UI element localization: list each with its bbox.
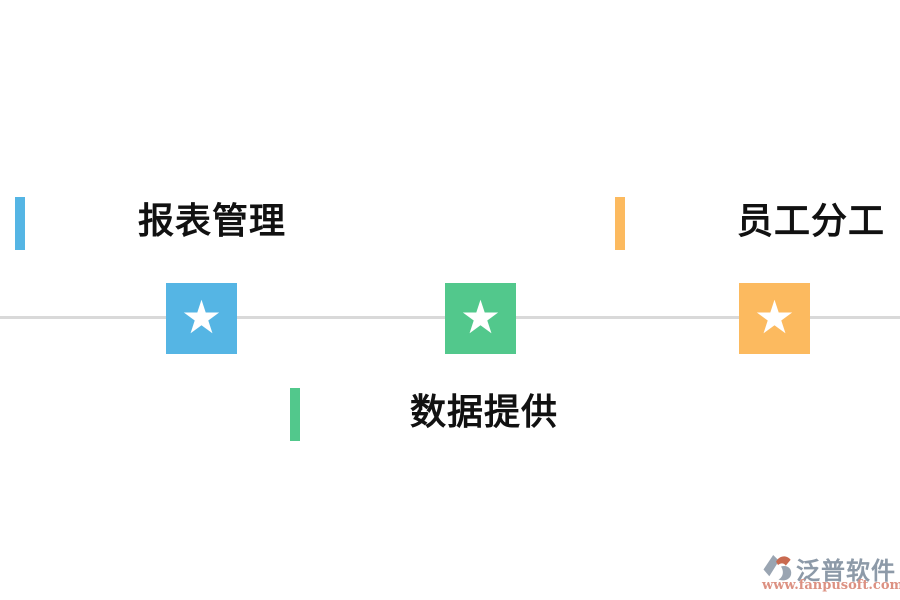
watermark-url-text: www.fanpusoft.com — [762, 578, 900, 593]
label-data-provision: 数据提供 — [409, 392, 558, 433]
milestone-data-provision: ★ — [445, 283, 516, 354]
star-icon: ★ — [459, 289, 502, 344]
star-icon: ★ — [753, 289, 796, 344]
star-icon: ★ — [180, 289, 223, 344]
watermark-brand-text: 泛普软件 — [796, 557, 896, 585]
milestone-employee-division: ★ — [739, 283, 810, 354]
milestone-report-management: ★ — [166, 283, 237, 354]
fanpu-logo-icon — [763, 554, 792, 581]
watermark: 泛普软件 www.fanpusoft.com — [760, 551, 900, 595]
accent-bar-report-management — [15, 197, 25, 250]
accent-bar-data-provision — [290, 388, 300, 441]
label-employee-division: 员工分工 — [736, 201, 885, 242]
label-report-management: 报表管理 — [137, 201, 286, 242]
accent-bar-employee-division — [615, 197, 625, 250]
